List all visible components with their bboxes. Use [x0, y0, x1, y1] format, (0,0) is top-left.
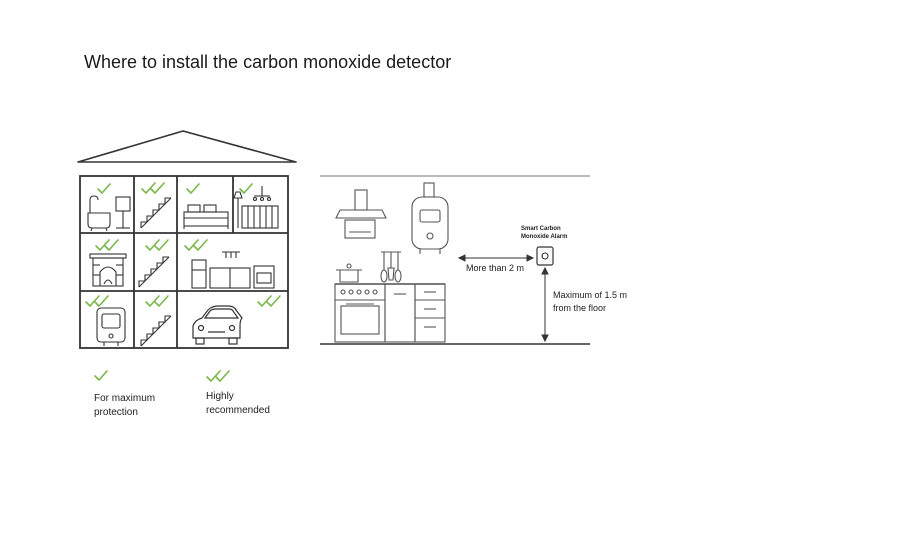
stairs-room-middle: [138, 239, 170, 288]
utility-room: [85, 295, 126, 346]
fireplace-icon: [89, 253, 127, 287]
height-label: Maximum of 1.5 m from the floor: [553, 290, 628, 313]
kitchen-scene: [320, 175, 590, 345]
legend-single-check-label: For maximum protection: [94, 393, 156, 418]
boiler-icon: [411, 182, 449, 254]
double-check-icon: [141, 182, 165, 194]
check-icon: [239, 183, 253, 194]
legend-double-check-label: Highly recommended: [206, 391, 270, 416]
page-title: Where to install the carbon monoxide det…: [84, 52, 452, 72]
check-icon: [186, 183, 200, 194]
nursery-room: [233, 183, 279, 229]
utensils-icon: [380, 251, 402, 283]
water-heater-icon: [96, 307, 126, 346]
stove-icon: [334, 283, 386, 343]
double-check-icon: [184, 239, 208, 251]
living-room: [89, 239, 127, 287]
bed-icon: [183, 204, 229, 229]
distance-arrow: [457, 254, 535, 262]
double-check-icon: [145, 239, 169, 251]
car-icon: [192, 305, 243, 345]
bathroom-room: [87, 183, 131, 232]
distance-label: More than 2 m: [466, 263, 525, 273]
bathtub-icon: [87, 195, 131, 232]
bedroom-room: [183, 183, 229, 229]
legend-check-icon: [94, 370, 108, 381]
house: [77, 130, 297, 349]
range-hood-icon: [335, 189, 387, 239]
kitchen-room: [184, 239, 275, 289]
crib-icon: [233, 186, 279, 229]
pot-icon: [336, 263, 362, 283]
co-alarm-label: Smart Carbon Monoxide Alarm: [521, 226, 568, 240]
double-check-icon: [257, 295, 281, 307]
co-alarm-device-icon: [536, 246, 554, 266]
stairs-room-bottom: [140, 295, 172, 347]
height-arrow: [541, 266, 549, 343]
stairs-room-top: [140, 182, 172, 229]
legend-double-check-icon: [206, 370, 230, 382]
double-check-icon: [145, 295, 169, 307]
kitchen-appliances-icon: [191, 251, 275, 289]
check-icon: [97, 183, 111, 194]
garage-room: [192, 295, 281, 345]
cabinet-icon: [335, 283, 446, 343]
double-check-icon: [85, 295, 109, 307]
double-check-icon: [95, 239, 119, 251]
